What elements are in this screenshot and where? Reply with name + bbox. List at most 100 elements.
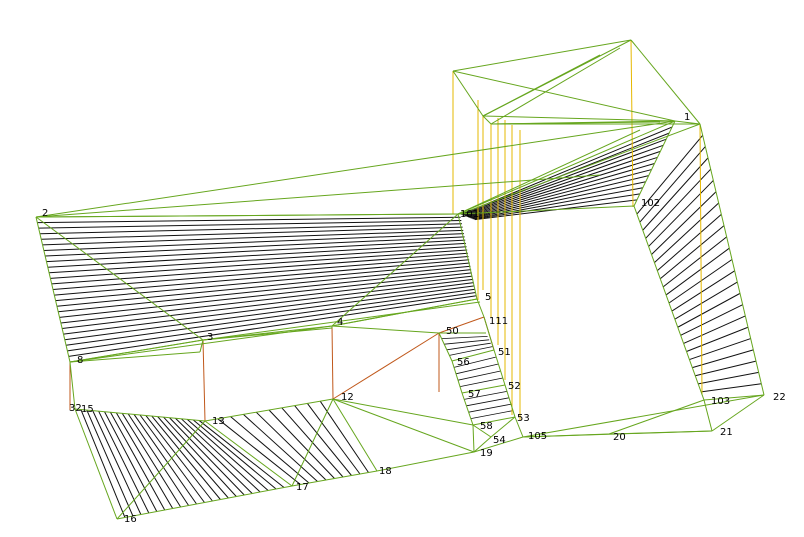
hatch-line — [127, 413, 190, 506]
hatch-line — [645, 168, 712, 239]
hatch-line — [466, 156, 658, 218]
hatch-line — [64, 285, 475, 341]
node-label-8: 8 — [77, 355, 83, 366]
mesh-edge — [69, 361, 76, 410]
hatch-line — [470, 410, 514, 419]
mesh-edge — [699, 123, 765, 396]
hatch-line — [58, 269, 472, 313]
mesh-edge — [332, 398, 378, 472]
node-label-111: 111 — [489, 316, 508, 327]
mesh-edge — [35, 120, 676, 218]
mesh-edge — [490, 121, 661, 125]
hatch-line — [674, 281, 738, 320]
hatch-line — [62, 278, 474, 330]
hatch-line — [151, 415, 221, 500]
mesh-edge — [711, 394, 765, 432]
hatch-line — [169, 417, 245, 496]
hatch-line — [186, 418, 269, 491]
hatch-line — [51, 252, 468, 285]
node-label-103: 103 — [711, 396, 730, 407]
hatch-line — [175, 417, 253, 494]
hatch-line — [121, 413, 182, 508]
node-label-102: 102 — [641, 198, 660, 209]
hatch-line — [692, 349, 754, 369]
node-label-32: 32 — [69, 403, 82, 414]
hatch-line — [80, 409, 126, 518]
node-label-13: 13 — [212, 416, 225, 427]
hatch-line — [698, 371, 759, 385]
hatch-line — [468, 403, 512, 413]
mesh-edge — [472, 416, 516, 426]
hatch-line — [230, 416, 310, 484]
hatch-line — [115, 412, 174, 509]
hatch-lines — [37, 126, 762, 518]
mesh-edge — [633, 120, 676, 207]
node-label-2: 2 — [42, 208, 48, 219]
hatch-line — [472, 187, 643, 220]
mesh-edge — [438, 332, 453, 362]
hatch-line — [98, 410, 150, 514]
node-label-56: 56 — [457, 357, 470, 368]
node-label-3: 3 — [207, 332, 213, 343]
mesh-edge — [69, 339, 204, 363]
node-label-18: 18 — [379, 466, 392, 477]
hatch-line — [163, 416, 237, 497]
mesh-edge — [457, 213, 478, 300]
hatch-line — [46, 239, 466, 263]
mesh-edge — [493, 349, 506, 386]
hatch-line — [654, 202, 720, 263]
mesh-edge — [472, 424, 475, 453]
mesh-edge — [35, 216, 71, 363]
hatch-line — [446, 342, 491, 351]
hatch-line — [157, 416, 229, 499]
mesh-edge — [35, 216, 204, 341]
hatch-line — [181, 418, 261, 493]
node-label-17: 17 — [296, 482, 309, 493]
mesh-edge — [202, 301, 481, 341]
mesh-edge — [204, 398, 334, 422]
mesh-edge — [608, 399, 705, 435]
hatch-line — [67, 291, 476, 352]
mesh-edge — [522, 430, 713, 438]
mesh-edge — [483, 316, 495, 351]
mesh-edge — [472, 424, 492, 438]
mesh-edge — [482, 115, 492, 125]
wall-edges — [69, 316, 495, 422]
node-label-50: 50 — [446, 326, 459, 337]
hatch-line — [470, 175, 649, 219]
hatch-line — [37, 216, 461, 224]
mesh-edge — [703, 394, 765, 401]
vertical-edge — [699, 123, 703, 396]
mesh-edge — [482, 115, 676, 122]
hatch-line — [469, 169, 652, 218]
mesh-edge — [204, 420, 293, 487]
hatch-line — [689, 338, 751, 361]
hatch-line — [86, 409, 134, 517]
wall-edge — [438, 316, 485, 334]
hatch-line — [695, 360, 757, 377]
mesh-edge — [457, 120, 676, 215]
hatch-line — [133, 414, 197, 505]
mesh-edge — [504, 384, 516, 418]
hatch-line — [45, 236, 465, 257]
hatch-line — [444, 339, 490, 345]
hatch-line — [243, 414, 318, 482]
hatch-line — [41, 226, 463, 240]
node-label-1: 1 — [684, 112, 690, 123]
hatch-line — [671, 270, 735, 312]
node-label-22: 22 — [773, 392, 786, 403]
hatch-line — [651, 191, 717, 255]
mesh-edge — [331, 325, 440, 334]
hatch-line — [52, 256, 469, 290]
mesh-edge — [490, 47, 621, 125]
mesh-edge — [461, 392, 474, 426]
node-label-54: 54 — [493, 435, 506, 446]
hatch-line — [668, 259, 733, 304]
mesh-edge — [74, 408, 206, 422]
hatch-line — [466, 397, 510, 407]
hatch-line — [55, 262, 470, 302]
mesh-edge — [459, 123, 701, 215]
mesh-edge — [451, 349, 495, 362]
hatch-line — [92, 410, 142, 515]
hatch-line — [449, 346, 493, 356]
